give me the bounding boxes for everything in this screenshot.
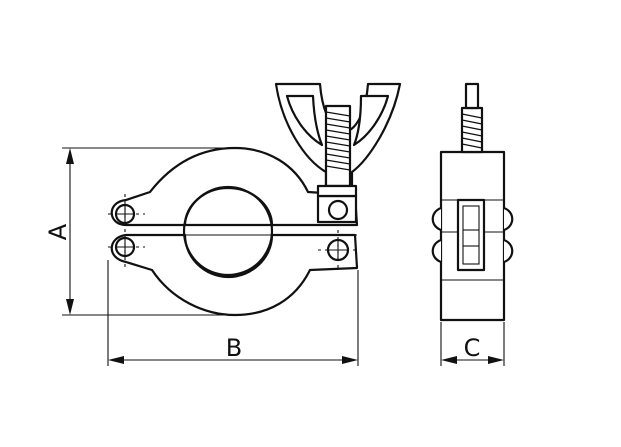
lower-clamp-half <box>110 233 359 317</box>
dimension-a: A <box>44 147 235 316</box>
dimension-a-label: A <box>44 223 72 240</box>
bolt-pin <box>327 199 349 221</box>
dimension-b: B <box>107 260 359 366</box>
dimension-c-label: C <box>464 334 481 362</box>
front-view: A B <box>44 82 402 366</box>
dimension-b-label: B <box>226 334 242 362</box>
bore <box>182 185 274 277</box>
side-view: C <box>431 82 514 366</box>
lower-right-pin <box>326 238 350 262</box>
wing-nut <box>274 82 402 198</box>
dimension-c: C <box>440 322 505 366</box>
